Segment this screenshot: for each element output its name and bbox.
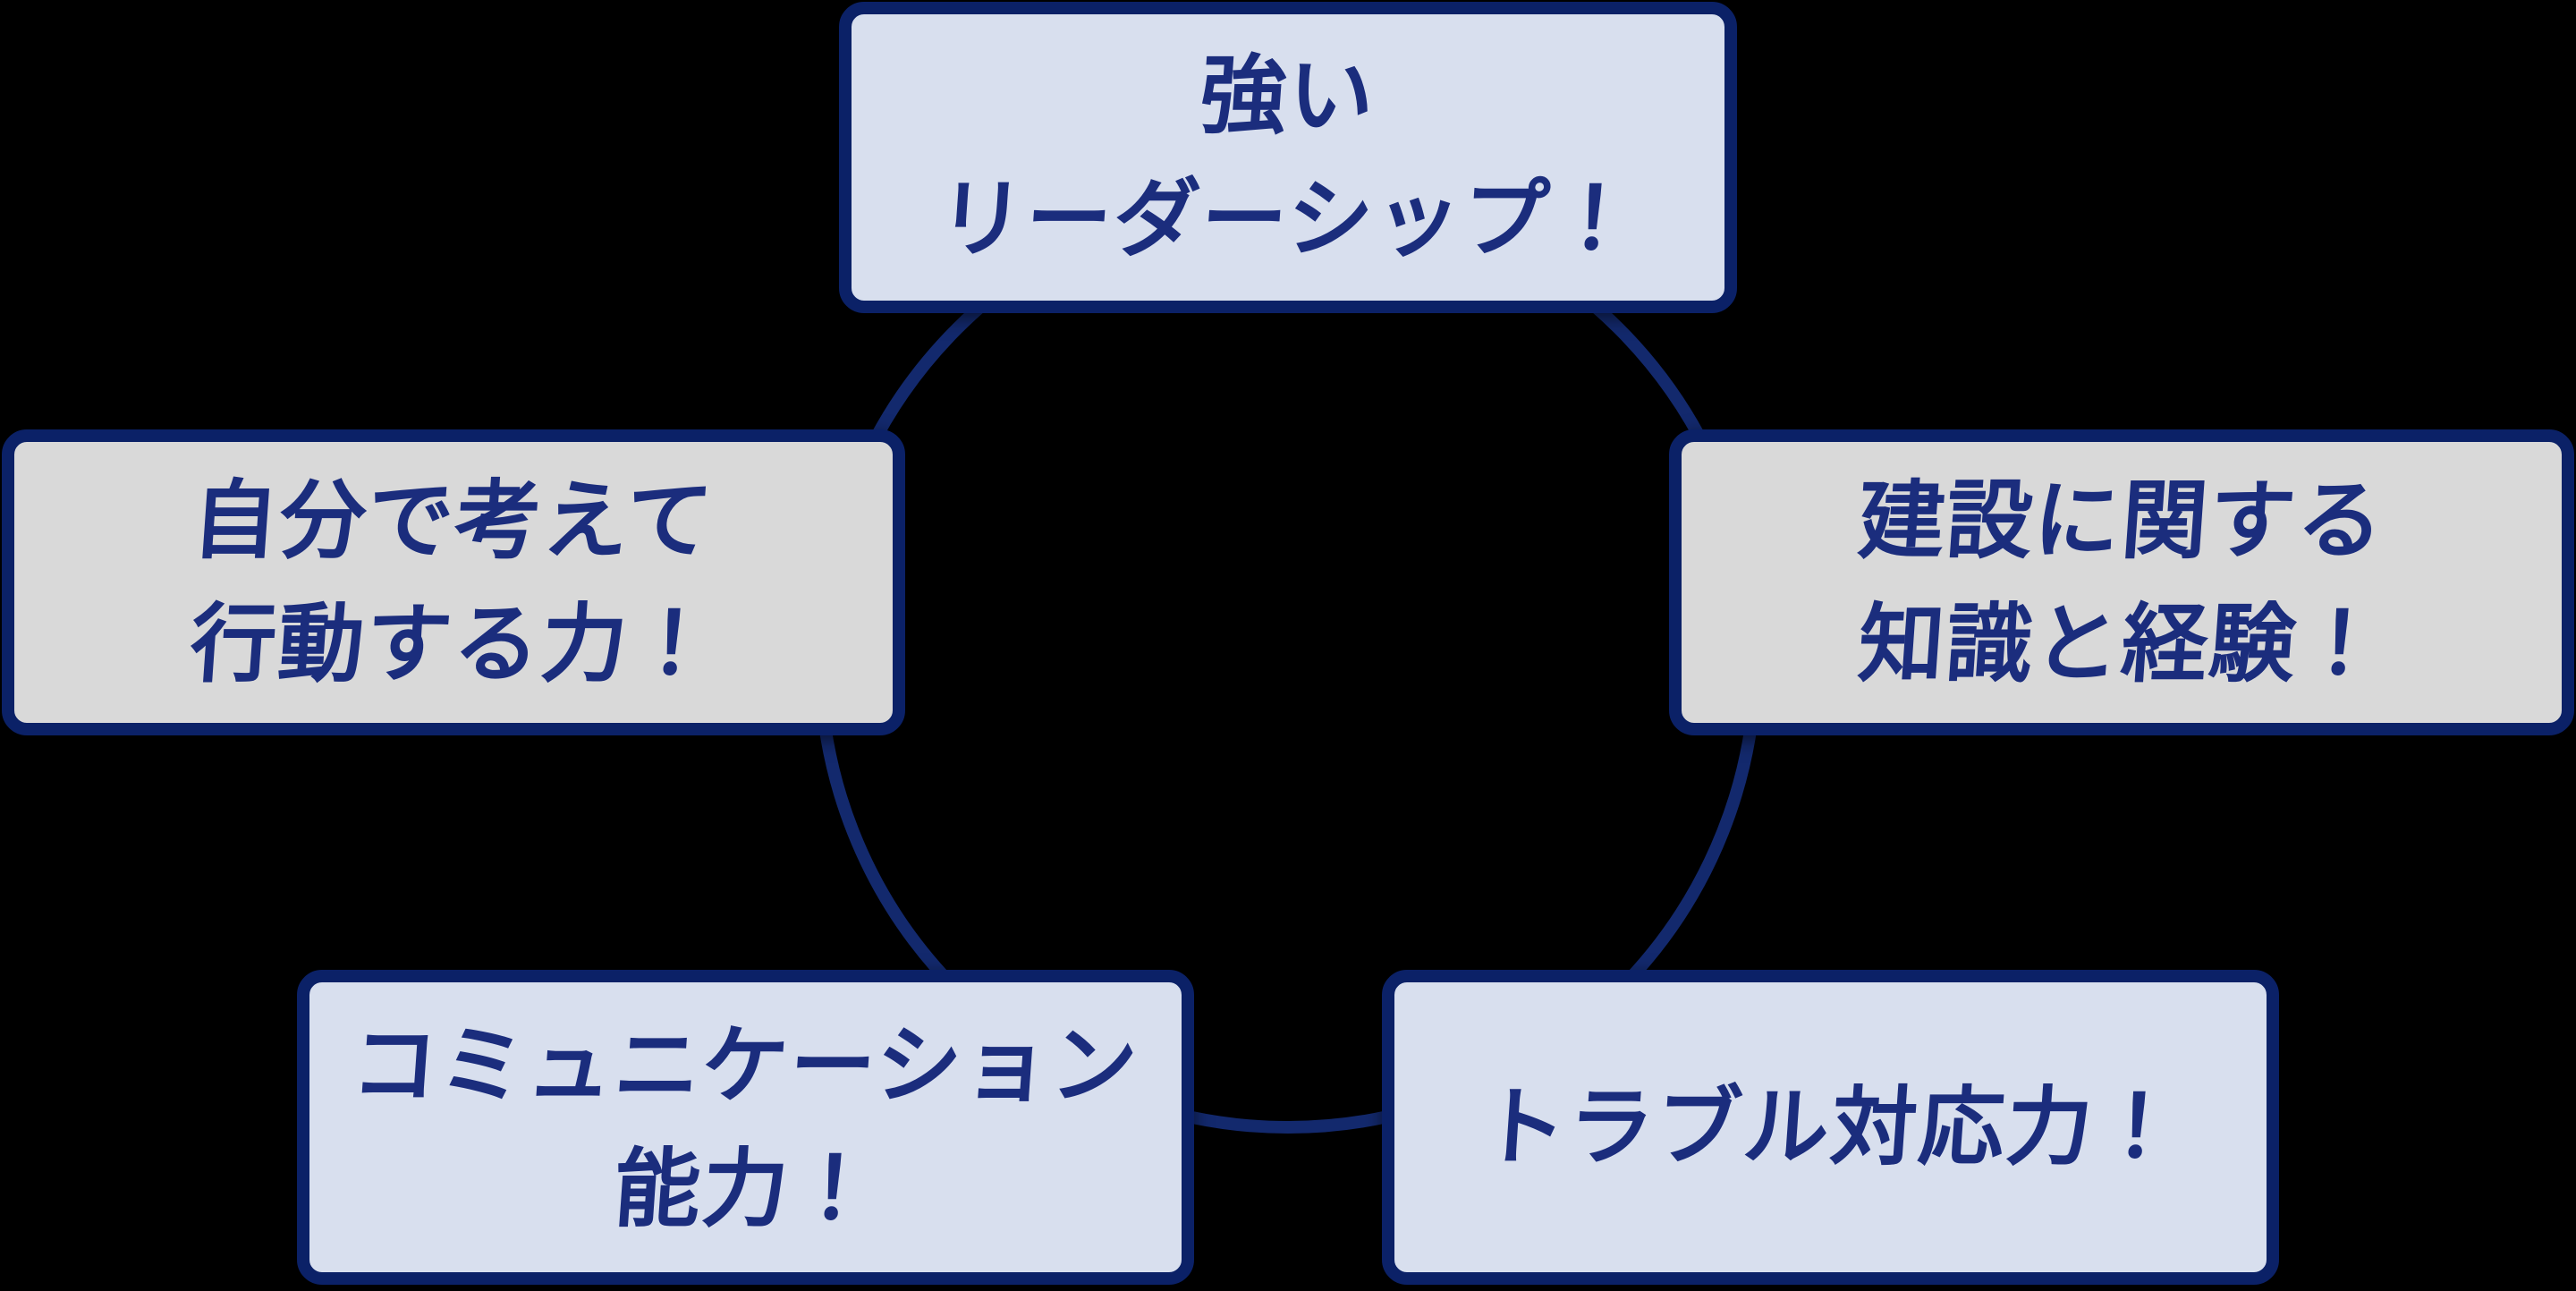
node-label-line: 能力！ xyxy=(610,1139,881,1239)
node-label-line: 行動する力！ xyxy=(187,594,720,694)
node-label-line: 強い xyxy=(1197,46,1379,146)
node-label-line: コミュニケーション xyxy=(348,1015,1143,1116)
node-label-line: 建設に関する xyxy=(1855,471,2388,571)
node-construction-knowledge: 建設に関する 知識と経験！ xyxy=(1669,429,2574,735)
node-trouble-handling: トラブル対応力！ xyxy=(1382,970,2279,1285)
node-communication-skill: コミュニケーション 能力！ xyxy=(297,970,1194,1285)
node-strong-leadership: 強い リーダーシップ！ xyxy=(839,2,1737,313)
node-self-initiative: 自分で考えて 行動する力！ xyxy=(2,429,905,735)
node-label-line: トラブル対応力！ xyxy=(1476,1077,2185,1177)
node-label-line: 自分で考えて xyxy=(189,471,718,571)
node-label-line: 知識と経験！ xyxy=(1855,594,2388,694)
node-label-line: リーダーシップ！ xyxy=(935,169,1641,269)
